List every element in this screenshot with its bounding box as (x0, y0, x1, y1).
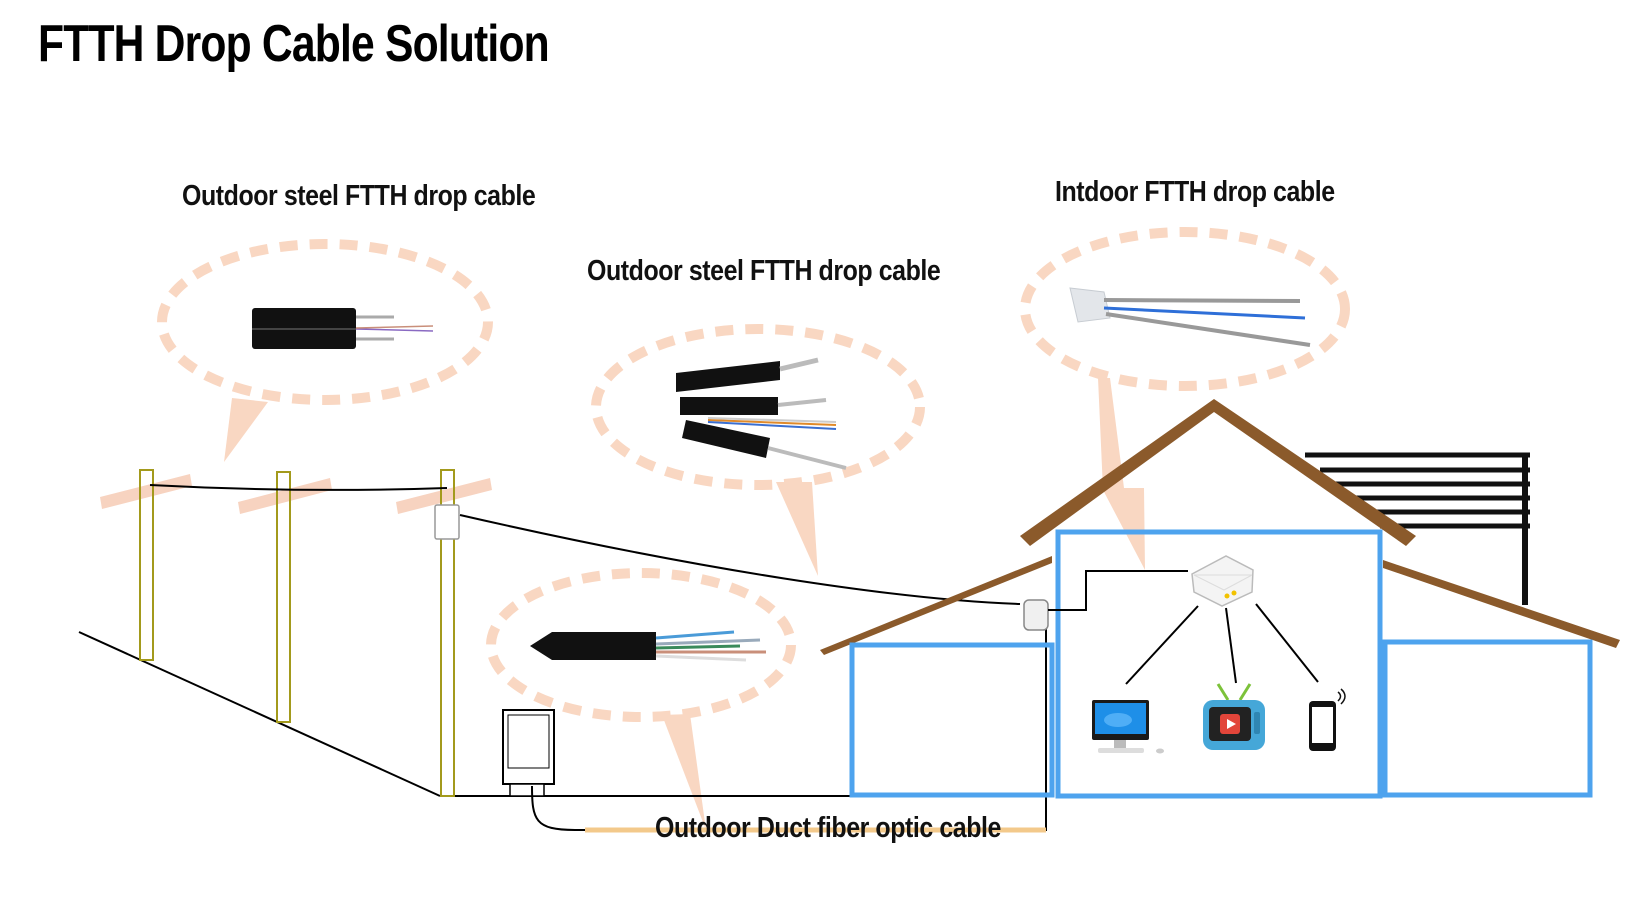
distribution-box-icon (502, 709, 555, 797)
termination-box-icon (434, 504, 460, 540)
awning (1305, 452, 1530, 605)
callout-bubble-left (157, 239, 493, 462)
steel-drop-cable-icon (676, 357, 847, 470)
indoor-wiring (1023, 570, 1319, 685)
label-duct: Outdoor Duct fiber optic cable (655, 812, 1001, 844)
utility-pole-3 (396, 469, 492, 797)
duct-cable-icon (530, 630, 766, 662)
utility-pole-2 (238, 471, 332, 723)
flat-drop-cable-icon (252, 308, 434, 349)
page-title: FTTH Drop Cable Solution (38, 15, 550, 73)
utility-pole-1 (100, 469, 192, 661)
house (820, 399, 1620, 799)
callout-bubble-center (591, 324, 925, 576)
aerial-cables (149, 484, 1021, 605)
onu-router-icon (1191, 555, 1254, 607)
phone-icon (1309, 688, 1346, 751)
computer-icon (1092, 700, 1164, 754)
tv-icon (1203, 683, 1265, 750)
label-indoor: Intdoor FTTH drop cable (1055, 176, 1335, 208)
label-outdoor-steel-center: Outdoor steel FTTH drop cable (587, 255, 941, 287)
label-outdoor-steel-left: Outdoor steel FTTH drop cable (182, 180, 536, 212)
indoor-drop-cable-icon (1069, 287, 1311, 347)
callout-bubble-duct (486, 568, 796, 830)
callout-bubble-indoor (1020, 227, 1350, 570)
duct-line (531, 606, 1047, 833)
